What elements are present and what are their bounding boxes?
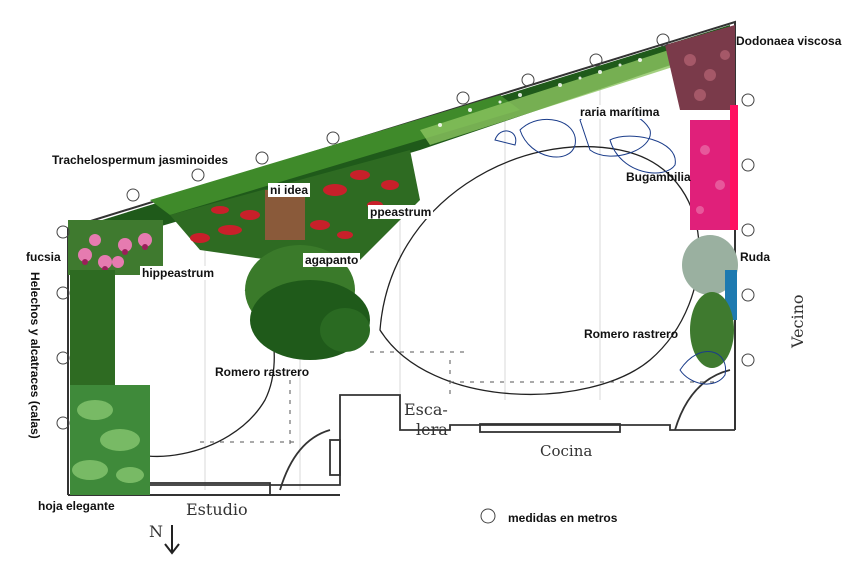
label-fucsia: fucsia [26,250,61,264]
label-maritima: raria marítima [578,105,662,119]
label-vecino: Vecino [788,294,807,348]
label-estudio: Estudio [186,500,248,519]
label-hippeastrum-top: ppeastrum [368,205,434,219]
measure-markers [56,33,755,524]
label-ruda: Ruda [740,250,770,264]
trachelospermum-vine [70,25,730,250]
label-romero-left: Romero rastrero [215,365,310,379]
plot-boundary [67,20,736,496]
shrub-cluster [245,245,370,360]
label-helechos: Helechos y alcatraces (calas) [28,272,42,439]
label-escalera-2: lera [416,420,448,439]
bugambilia-plant [690,105,738,230]
ruda-and-romero-right [679,235,738,385]
label-north: N [149,522,163,541]
ferns-and-calas [70,270,150,495]
fuchsia-plants [68,220,163,275]
label-hippeastrum: hippeastrum [140,266,217,280]
label-hoja-elegante: hoja elegante [38,499,115,513]
north-arrow [164,525,180,555]
label-agapanto: agapanto [303,253,361,267]
label-dodonaea: Dodonaea viscosa [736,34,842,48]
label-trachelospermum: Trachelospermum jasminoides [52,153,229,167]
dodonaea-shrub [665,25,735,110]
label-cocina: Cocina [540,442,593,460]
label-bugambilia: Bugambilia [626,170,691,184]
label-medidas: medidas en metros [508,511,618,525]
house-outline [138,369,735,496]
label-romero-right: Romero rastrero [584,327,679,341]
grid-crosses [200,351,720,445]
label-escalera-1: Esca- [404,400,448,419]
label-ni-idea: ni idea [268,183,311,197]
